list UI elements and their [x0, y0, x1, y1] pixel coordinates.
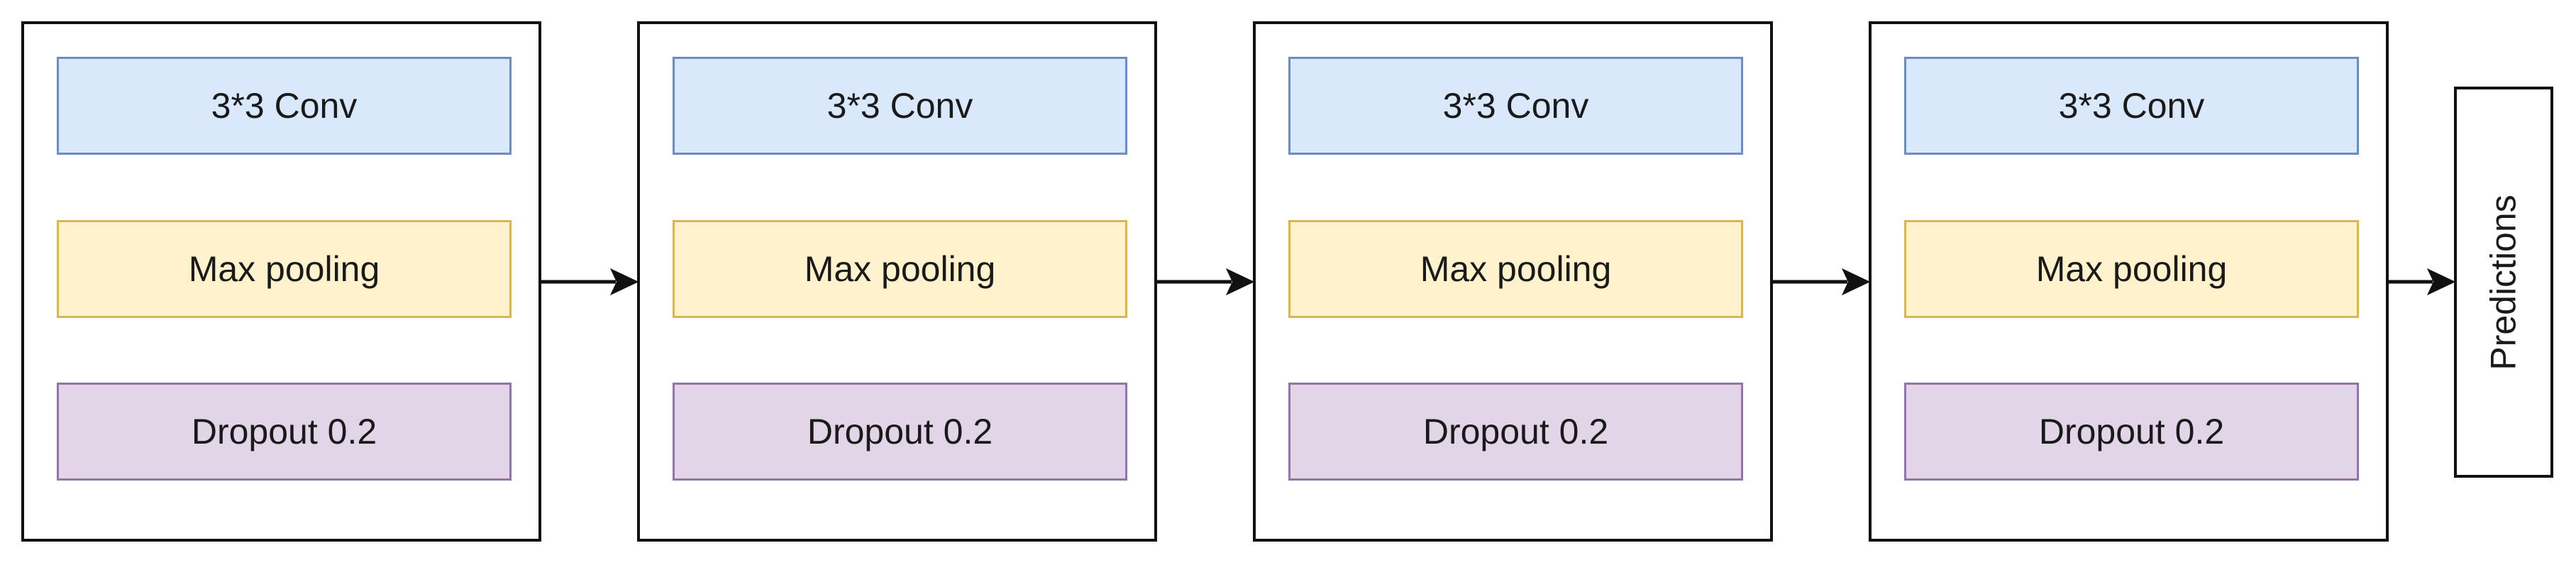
- dropout-layer: Dropout 0.2: [1288, 383, 1743, 481]
- conv-block-1: 3*3 Conv Max pooling Dropout 0.2: [21, 21, 541, 542]
- predictions-label: Predictions: [2484, 194, 2524, 371]
- arrow-3-to-4: [1773, 268, 1871, 296]
- conv-layer: 3*3 Conv: [673, 57, 1127, 155]
- max-pooling-layer: Max pooling: [1904, 220, 2359, 318]
- conv-layer: 3*3 Conv: [1904, 57, 2359, 155]
- conv-layer: 3*3 Conv: [57, 57, 512, 155]
- conv-block-4: 3*3 Conv Max pooling Dropout 0.2: [1869, 21, 2389, 542]
- conv-layer: 3*3 Conv: [1288, 57, 1743, 155]
- dropout-layer: Dropout 0.2: [1904, 383, 2359, 481]
- predictions-box: Predictions: [2454, 87, 2553, 478]
- arrow-4-to-predictions: [2389, 268, 2456, 296]
- conv-block-2: 3*3 Conv Max pooling Dropout 0.2: [637, 21, 1157, 542]
- dropout-layer: Dropout 0.2: [673, 383, 1127, 481]
- conv-block-3: 3*3 Conv Max pooling Dropout 0.2: [1253, 21, 1773, 542]
- max-pooling-layer: Max pooling: [1288, 220, 1743, 318]
- max-pooling-layer: Max pooling: [57, 220, 512, 318]
- dropout-layer: Dropout 0.2: [57, 383, 512, 481]
- arrow-2-to-3: [1157, 268, 1255, 296]
- max-pooling-layer: Max pooling: [673, 220, 1127, 318]
- arrow-1-to-2: [541, 268, 639, 296]
